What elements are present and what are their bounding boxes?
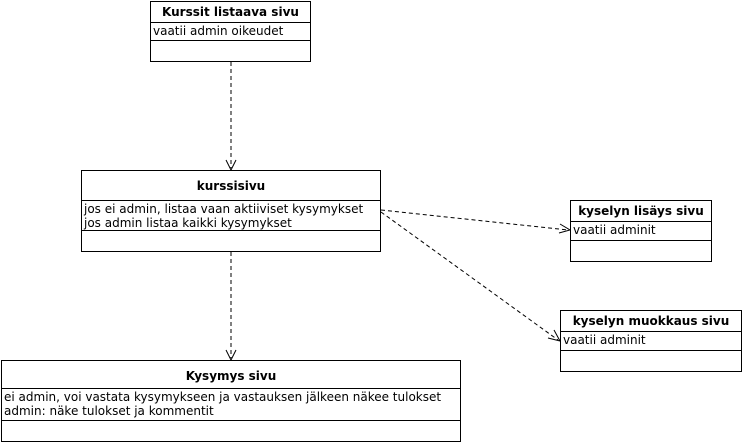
edge-course-page-to-survey-add [380,209,569,231]
arrowhead-survey-add [558,223,572,234]
node-attribute: jos ei admin, listaa vaan aktiiviset kys… [84,202,364,216]
node-title: Kysymys sivu [2,361,460,389]
node-attributes: vaatii adminit [561,332,741,351]
node-courses-list: Kurssit listaava sivu vaatii admin oikeu… [150,1,311,62]
node-survey-add: kyselyn lisäys sivu vaatii adminit [570,200,712,262]
node-attributes: jos ei admin, listaa vaan aktiiviset kys… [82,201,380,231]
node-attribute: jos admin listaa kaikki kysymykset [84,216,292,230]
node-course-page: kurssisivu jos ei admin, listaa vaan akt… [81,170,381,252]
node-attribute: vaatii adminit [563,333,646,347]
edge-course-page-to-survey-edit [380,211,559,341]
node-title: kyselyn lisäys sivu [571,201,711,222]
node-attributes: vaatii adminit [571,222,711,241]
node-attribute: vaatii adminit [573,223,656,237]
node-attribute: ei admin, voi vastata kysymykseen ja vas… [4,390,442,404]
node-survey-edit: kyselyn muokkaus sivu vaatii adminit [560,310,742,372]
node-title: kyselyn muokkaus sivu [561,311,741,332]
node-attribute: vaatii admin oikeudet [153,24,284,38]
node-attributes: ei admin, voi vastata kysymykseen ja vas… [2,389,460,421]
node-title: Kurssit listaava sivu [151,2,310,23]
node-attribute: admin: näke tulokset ja kommentit [4,404,214,418]
node-attributes: vaatii admin oikeudet [151,23,310,41]
arrowhead-survey-edit [547,329,561,342]
node-question-page: Kysymys sivu ei admin, voi vastata kysym… [1,360,461,442]
node-title: kurssisivu [82,171,380,201]
